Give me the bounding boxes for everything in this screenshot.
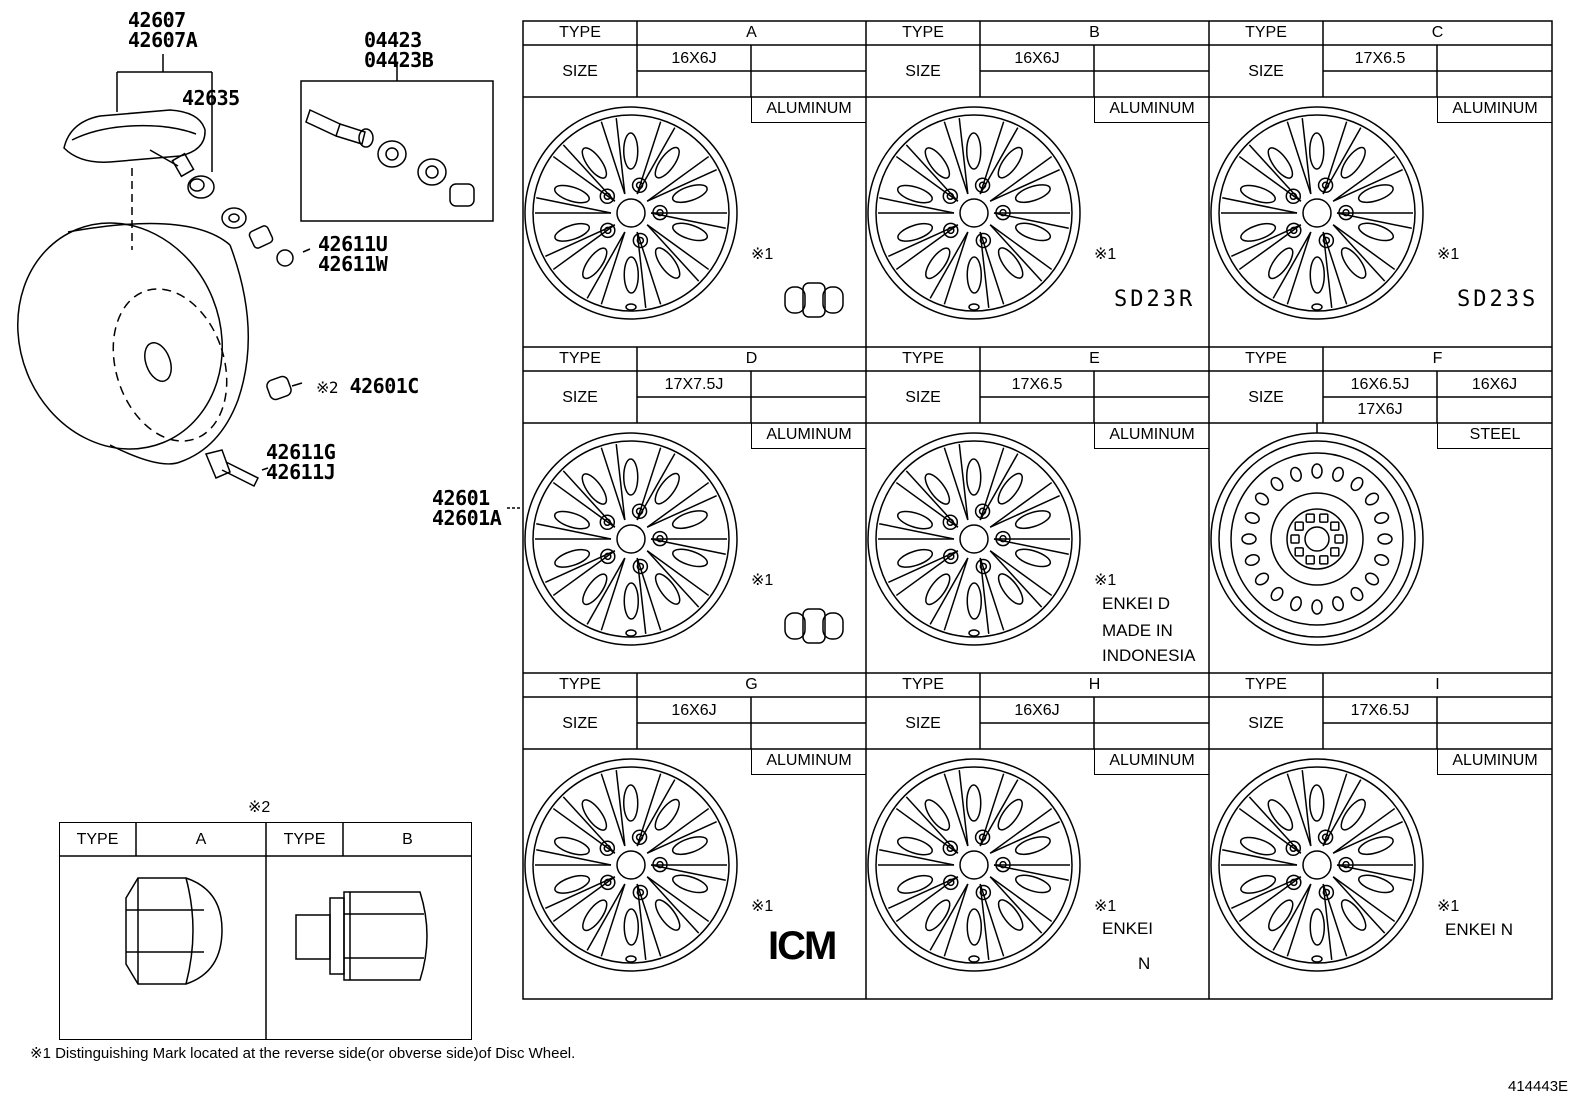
type-letter: C [1431,24,1444,41]
grommet-part-number: 42635 [182,86,240,110]
material-label: ALUMINUM [1437,749,1552,775]
size-label: SIZE [562,715,598,732]
size-value: 17X7.5J [664,376,724,393]
size-value: 17X6.5J [1350,702,1410,719]
material-label: STEEL [1437,423,1552,449]
size-value: 16X6J [1471,376,1518,393]
material-label: ALUMINUM [1094,423,1209,449]
material-label: ALUMINUM [751,749,866,775]
enkei-logo: ENKEI [1102,919,1154,938]
type-letter: D [745,350,758,367]
size-label: SIZE [905,63,941,80]
distinguishing-mark-ref: ※1 [1094,898,1117,915]
size-value: 16X6J [1014,50,1060,67]
size-value: 16X6.5J [1350,376,1410,393]
type-letter: I [1435,676,1440,693]
distinguishing-mark-ref: ※1 [1437,246,1460,263]
distinguishing-mark-ref: ※1 [1094,572,1117,589]
nut-uw-part-number: 42611U 42611W [318,232,388,276]
wheel-mark-code: SD23R [1114,287,1196,312]
alloy-wheel-drawing [867,758,1081,972]
type-letter: H [1088,676,1101,693]
size-value: 17X6.5 [1354,50,1406,67]
type-letter: B [1089,24,1100,41]
wheel-mark-code: SD23S [1457,287,1539,312]
distinguishing-mark-ref: ※1 [751,898,774,915]
nut-table-type-a: A [195,831,207,848]
type-letter: E [1089,350,1100,367]
steel-wheel-drawing [1210,423,1424,646]
distinguishing-mark-ref: ※1 [751,572,774,589]
type-label: TYPE [559,350,601,367]
alloy-wheel-drawing [1210,758,1424,972]
tpms-symbol-icon [784,282,844,318]
size-label: SIZE [1248,63,1284,80]
type-label: TYPE [1245,350,1287,367]
size-label: SIZE [905,715,941,732]
valve-gj-part-number: 42611G 42611J [266,440,336,484]
type-letter: F [1432,350,1443,367]
alloy-wheel-drawing [524,432,738,646]
tpms-symbol-icon [784,608,844,644]
type-label: TYPE [902,676,944,693]
size-label: SIZE [1248,389,1284,406]
distinguishing-mark-ref: ※1 [1094,246,1117,263]
type-letter: G [745,676,758,693]
size-value: 16X6J [671,50,717,67]
wheel-part-number: 42601 42601A [432,486,502,530]
material-label: ALUMINUM [1094,749,1209,775]
material-label: ALUMINUM [1094,97,1209,123]
distinguishing-mark-ref: ※1 [1437,898,1460,915]
type-label: TYPE [1245,24,1287,41]
size-value: 16X6J [671,702,717,719]
size-value: 17X6J [1357,401,1403,418]
size-label: SIZE [562,389,598,406]
distinguishing-mark-ref: ※1 [751,246,774,263]
nut-table-ref: ※2 [248,799,271,816]
type-label: TYPE [1245,676,1287,693]
nut-table-type-b: B [402,831,413,848]
size-value: 17X6.5 [1011,376,1063,393]
alloy-wheel-drawing [867,106,1081,320]
alloy-wheel-drawing [524,106,738,320]
size-label: SIZE [562,63,598,80]
size-label: SIZE [905,389,941,406]
type-letter: A [746,24,757,41]
enkei-logo: ENKEI D [1102,594,1171,613]
enkei-logo: ENKEI N [1445,920,1514,939]
material-label: ALUMINUM [751,97,866,123]
footnote: ※1 Distinguishing Mark located at the re… [30,1045,576,1062]
type-label: TYPE [559,24,601,41]
nut-table-type-label-b: TYPE [283,831,326,848]
size-value: 16X6J [1014,702,1060,719]
size-label: SIZE [1248,715,1284,732]
sensor-part-number: 42607 42607A [128,8,198,52]
icm-logo: ICM [768,924,837,968]
type-label: TYPE [902,24,944,41]
nut-c-part-number: ※2 42601C [316,374,419,398]
material-label: ALUMINUM [751,423,866,449]
alloy-wheel-drawing [1210,106,1424,320]
type-label: TYPE [902,350,944,367]
type-label: TYPE [559,676,601,693]
diagram-id: 414443E [1508,1078,1569,1095]
alloy-wheel-drawing [524,758,738,972]
material-label: ALUMINUM [1437,97,1552,123]
alloy-wheel-drawing [867,432,1081,646]
wheel-mark-line: MADE IN [1102,621,1173,640]
nut-table-type-label-a: TYPE [76,831,119,848]
wheel-mark-line: INDONESIA [1102,646,1196,665]
wheel-mark-line: N [1138,954,1151,973]
valve-kit-part-number: 04423 04423B [364,28,434,72]
